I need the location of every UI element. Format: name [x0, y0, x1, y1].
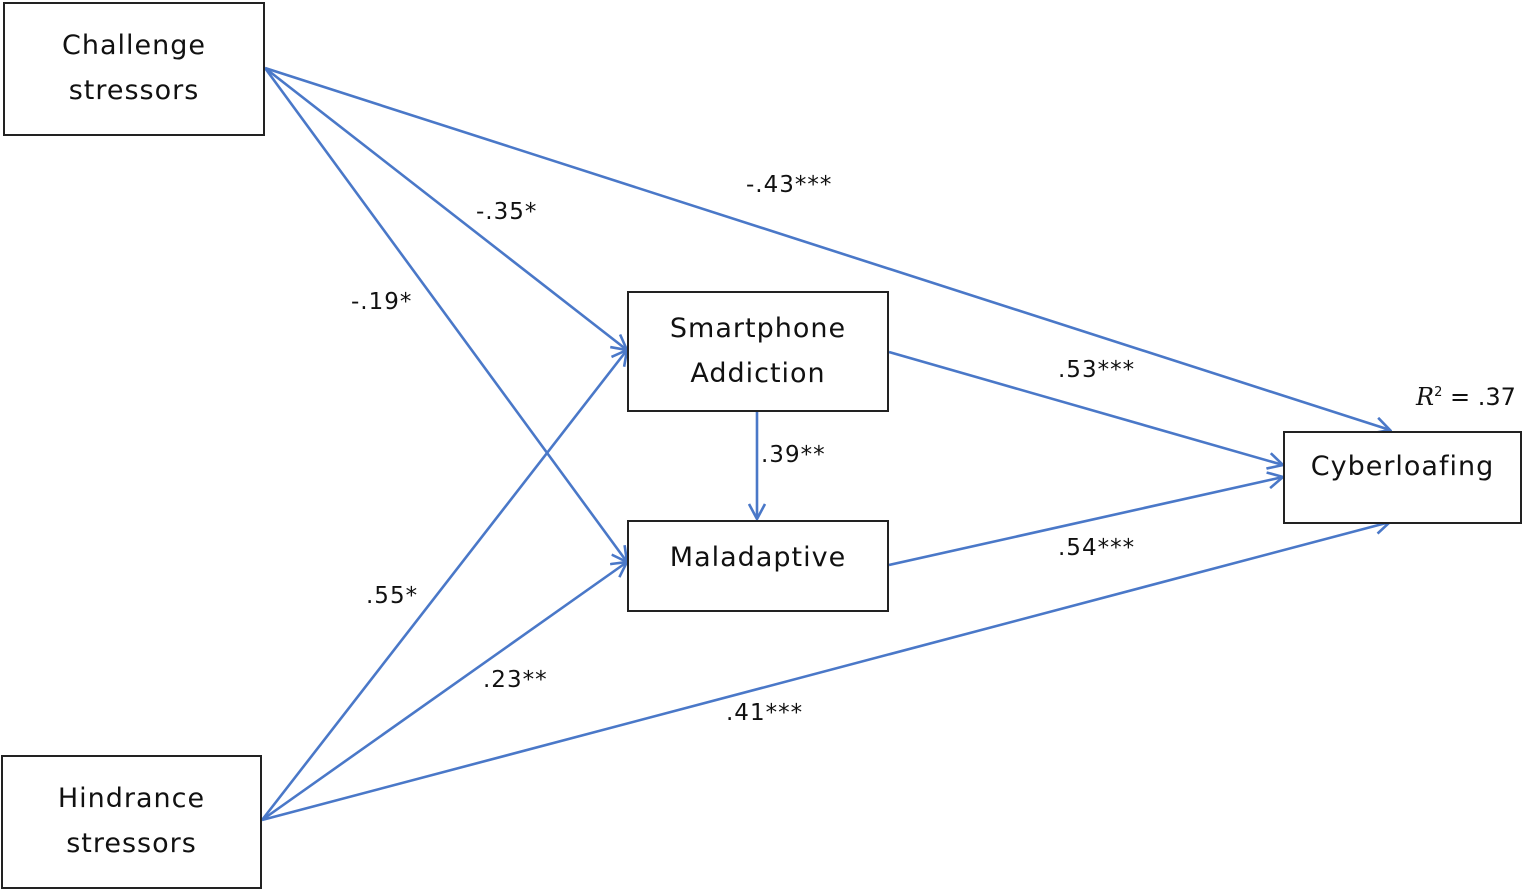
node-smartphone-line2: Addiction: [690, 357, 826, 389]
r-squared-label: R2 = .37: [1416, 383, 1516, 411]
coef-challenge-to-smartphone: -.35*: [476, 199, 538, 225]
node-cyberloafing: Cyberloafing: [1283, 431, 1522, 524]
coef-hindrance-to-cyberloafing: .41***: [726, 700, 804, 726]
coef-smartphone-to-cyberloafing: .53***: [1058, 357, 1136, 383]
node-maladaptive: Maladaptive: [627, 520, 889, 612]
node-smartphone-addiction: Smartphone Addiction: [627, 291, 889, 412]
coef-hindrance-to-smartphone: .55*: [366, 583, 419, 609]
r-squared-exponent: 2: [1434, 385, 1443, 400]
coef-challenge-to-cyberloafing: -.43***: [746, 172, 833, 198]
node-maladaptive-line1: Maladaptive: [669, 542, 847, 573]
path-smartphone-to-cyberloafing: [888, 350, 1283, 465]
node-challenge-line2: stressors: [68, 75, 200, 106]
coef-challenge-to-maladaptive: -.19*: [351, 289, 413, 315]
path-challenge-to-smartphone: [264, 66, 627, 350]
path-hindrance-to-maladaptive: [261, 562, 627, 822]
node-smartphone-line1: Smartphone: [669, 312, 847, 344]
node-hindrance-stressors: Hindrance stressors: [1, 755, 262, 889]
node-hindrance-line1: Hindrance: [57, 783, 206, 815]
path-hindrance-to-cyberloafing: [261, 522, 1390, 822]
node-cyberloafing-line1: Cyberloafing: [1310, 451, 1495, 482]
path-maladaptive-to-cyberloafing: [888, 477, 1283, 567]
path-challenge-to-maladaptive: [263, 67, 627, 562]
node-challenge-stressors: Challenge stressors: [3, 2, 265, 136]
path-challenge-to-cyberloafing: [264, 66, 1390, 430]
coef-maladaptive-to-cyberloafing: .54***: [1058, 535, 1136, 561]
coef-hindrance-to-maladaptive: .23**: [483, 667, 548, 693]
node-challenge-line1: Challenge: [62, 30, 206, 62]
path-hindrance-to-smartphone: [260, 350, 627, 821]
r-squared-symbol: R: [1416, 383, 1435, 411]
node-hindrance-line2: stressors: [66, 828, 197, 859]
r-squared-value: = .37: [1450, 383, 1516, 411]
coef-smartphone-to-maladaptive: .39**: [761, 442, 826, 468]
